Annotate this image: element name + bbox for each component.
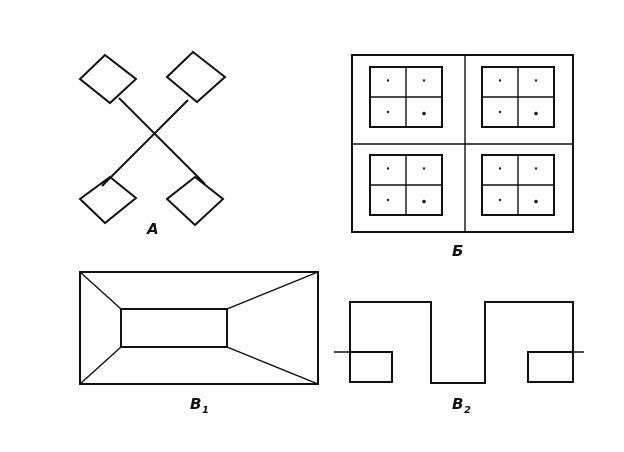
figure-b-dot	[386, 198, 390, 202]
figure-v1-diagonal-bottom-right	[226, 346, 319, 385]
figure-v1-subscript: 1	[202, 405, 209, 416]
figure-v1-label: В	[190, 395, 201, 413]
figure-v1: В 1	[79, 271, 319, 416]
figure-b-cells	[369, 66, 555, 216]
figure-b-dot	[498, 110, 502, 114]
figure-v2: В 2	[334, 301, 584, 416]
figure-a-diamond-top-right	[165, 50, 227, 104]
figure-a-diamond-bottom-right	[165, 175, 225, 227]
figure-b-dot	[534, 199, 538, 204]
figure-b-dot	[498, 167, 502, 170]
figure-a-diagonal-2	[101, 99, 189, 187]
figure-b-dot	[422, 199, 426, 204]
figure-a-diagonal-1	[118, 97, 206, 185]
figure-v1-inner-rect	[120, 308, 228, 348]
figure-a-label: А	[146, 220, 159, 238]
figure-b-dot	[422, 167, 426, 170]
figure-v2-meander-path	[349, 301, 574, 384]
figure-b-dot	[386, 167, 390, 170]
figure-v1-diagonal-bottom-left	[79, 346, 122, 385]
figure-v2-subscript: 2	[464, 405, 471, 416]
figure-b-dot	[534, 167, 538, 170]
figure-a-diamond-top-left	[78, 53, 138, 105]
figure-b-dot	[386, 79, 390, 82]
figure-b-label: Б	[452, 242, 463, 260]
figure-b-dot	[422, 79, 426, 82]
figure-a: А	[78, 50, 227, 238]
figure-b: Б	[351, 54, 574, 260]
figure-v1-diagonal-top-left	[79, 271, 122, 310]
figure-b-dot	[498, 79, 502, 82]
figure-v2-label: В	[452, 395, 463, 413]
figure-v1-outer-rect	[79, 271, 319, 385]
figure-b-dot	[534, 79, 538, 82]
figure-b-dot	[534, 111, 538, 116]
figure-b-dot	[422, 111, 426, 116]
figure-b-dot	[498, 198, 502, 202]
figure-v2-left-square	[349, 351, 393, 383]
figure-a-diamond-bottom-left	[78, 175, 138, 225]
figure-b-dot	[386, 110, 390, 114]
figure-v1-diagonal-top-right	[226, 271, 319, 310]
